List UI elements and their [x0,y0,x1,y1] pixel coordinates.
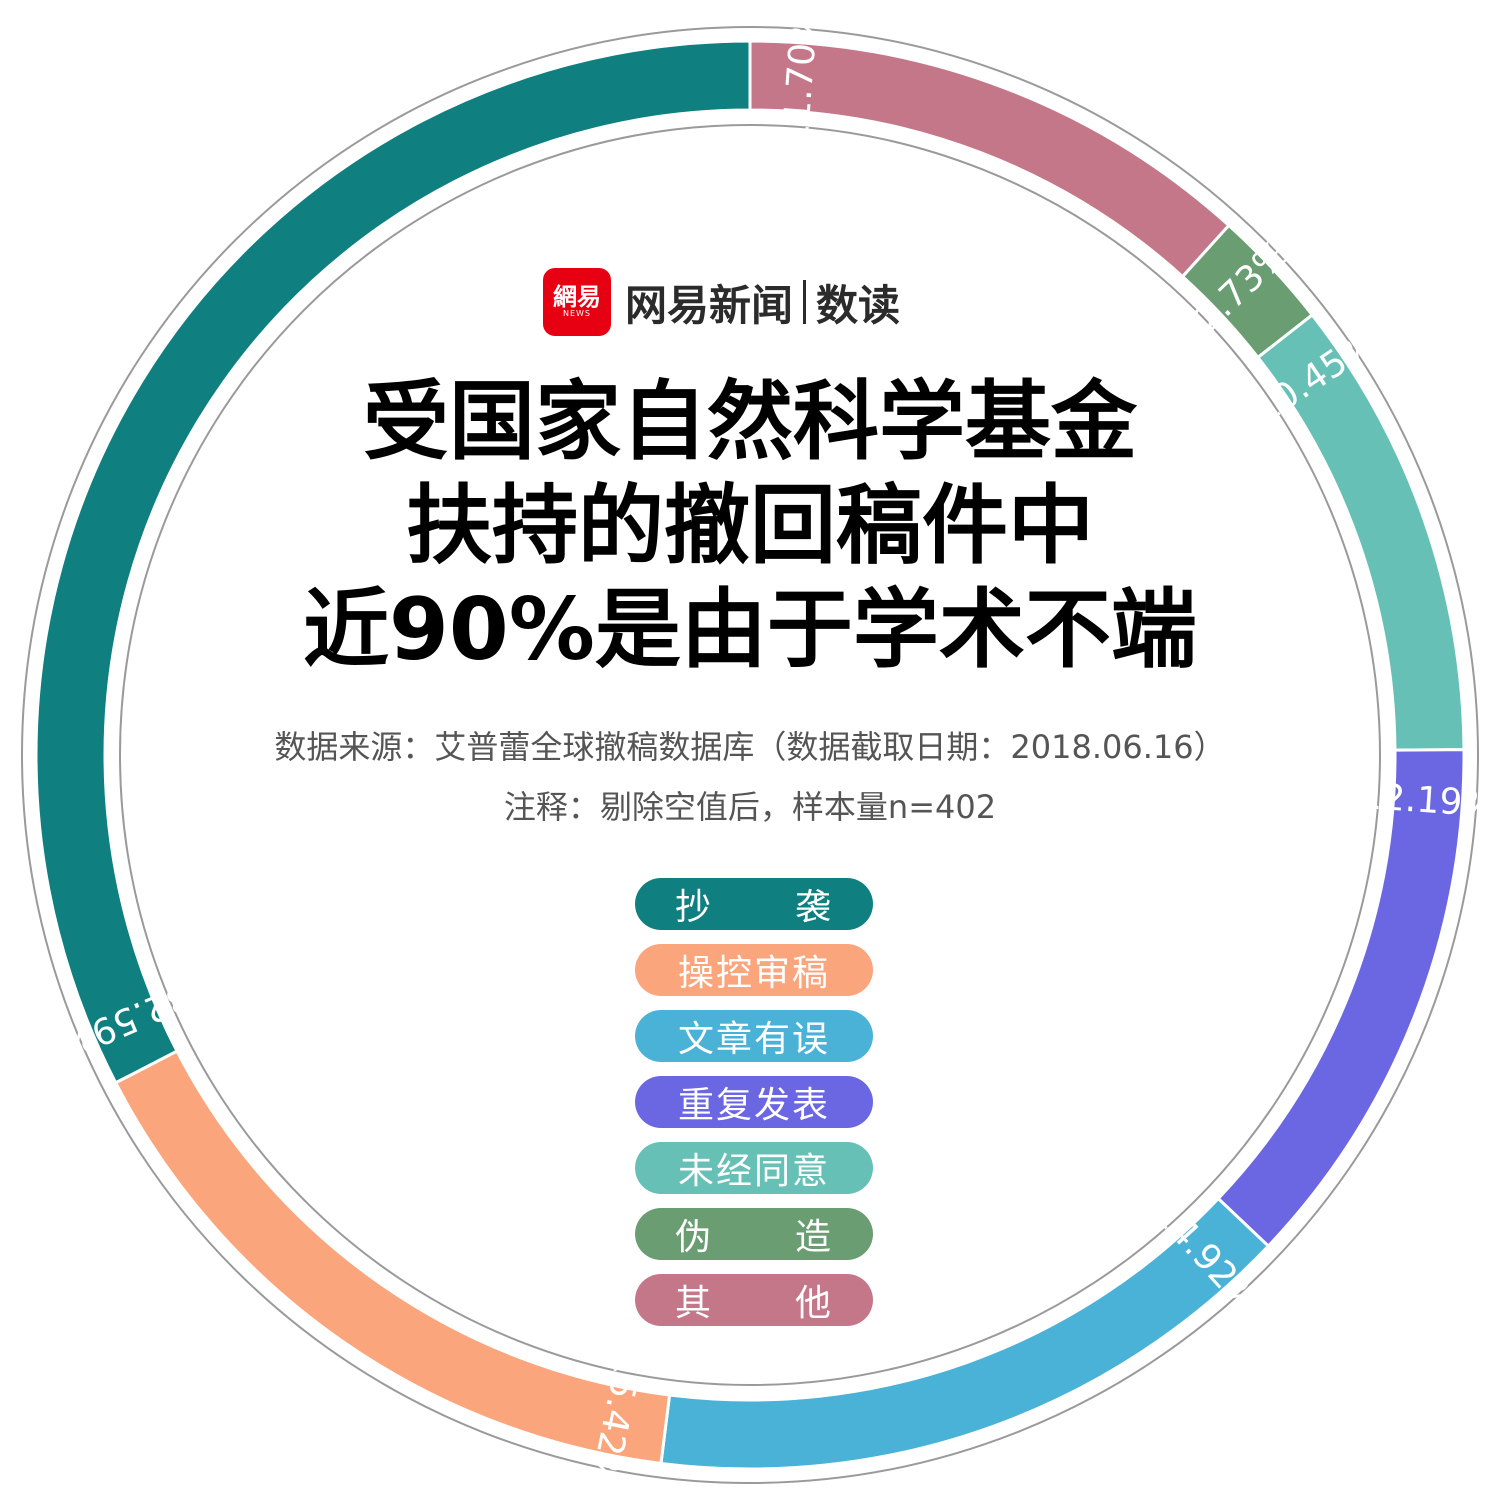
brand-header: 網易 NEWS 网易新闻 数读 [543,267,900,337]
legend-item-3: 重复发表 [635,1076,873,1128]
legend-item-char: 抄 [675,887,714,928]
legend-item-char: 他 [794,1283,833,1324]
legend-item-char: 袭 [794,887,833,928]
data-source: 数据来源：艾普蕾全球撤稿数据库（数据截取日期：2018.06.16） [274,728,1226,766]
title-line-2: 扶持的撤回稿件中 [406,476,1094,576]
donut-segment-6 [34,39,752,1085]
donut-segment-label-0: 11.70% [775,7,826,147]
legend-item-char: 造 [794,1217,833,1258]
brand-divider [803,280,807,324]
legend-item-5: 伪造 [635,1208,873,1260]
legend-item-1: 操控审稿 [635,944,873,996]
outer-ring-outline [21,26,1479,1484]
netease-logo-icon: 網易 NEWS [543,268,611,336]
legend-item-4: 未经同意 [635,1142,873,1194]
legend-item-char: 其 [675,1283,714,1324]
brand-name: 网易新闻 [625,280,794,330]
inner-ring-outline [119,124,1381,1386]
page-title: 受国家自然科学基金 扶持的撤回稿件中 近90%是由于学术不端 [0,370,1500,682]
footnote: 注释：剔除空值后，样本量n=402 [503,788,997,826]
legend-item-2: 文章有误 [635,1010,873,1062]
donut-segment-0 [748,39,1231,279]
donut-segment-label-3: 12.19% [1358,776,1498,826]
title-line-3: 近90%是由于学术不端 [303,580,1197,680]
brand-subtitle: 数读 [816,280,901,330]
donut-segment-5 [113,1049,672,1466]
legend-item-char: 伪 [675,1217,714,1258]
title-line-1: 受国家自然科学基金 [363,372,1137,472]
legend: 抄袭操控审稿文章有误重复发表未经同意伪造其他 [635,878,873,1340]
legend-item-0: 抄袭 [635,878,873,930]
legend-item-6: 其他 [635,1274,873,1326]
